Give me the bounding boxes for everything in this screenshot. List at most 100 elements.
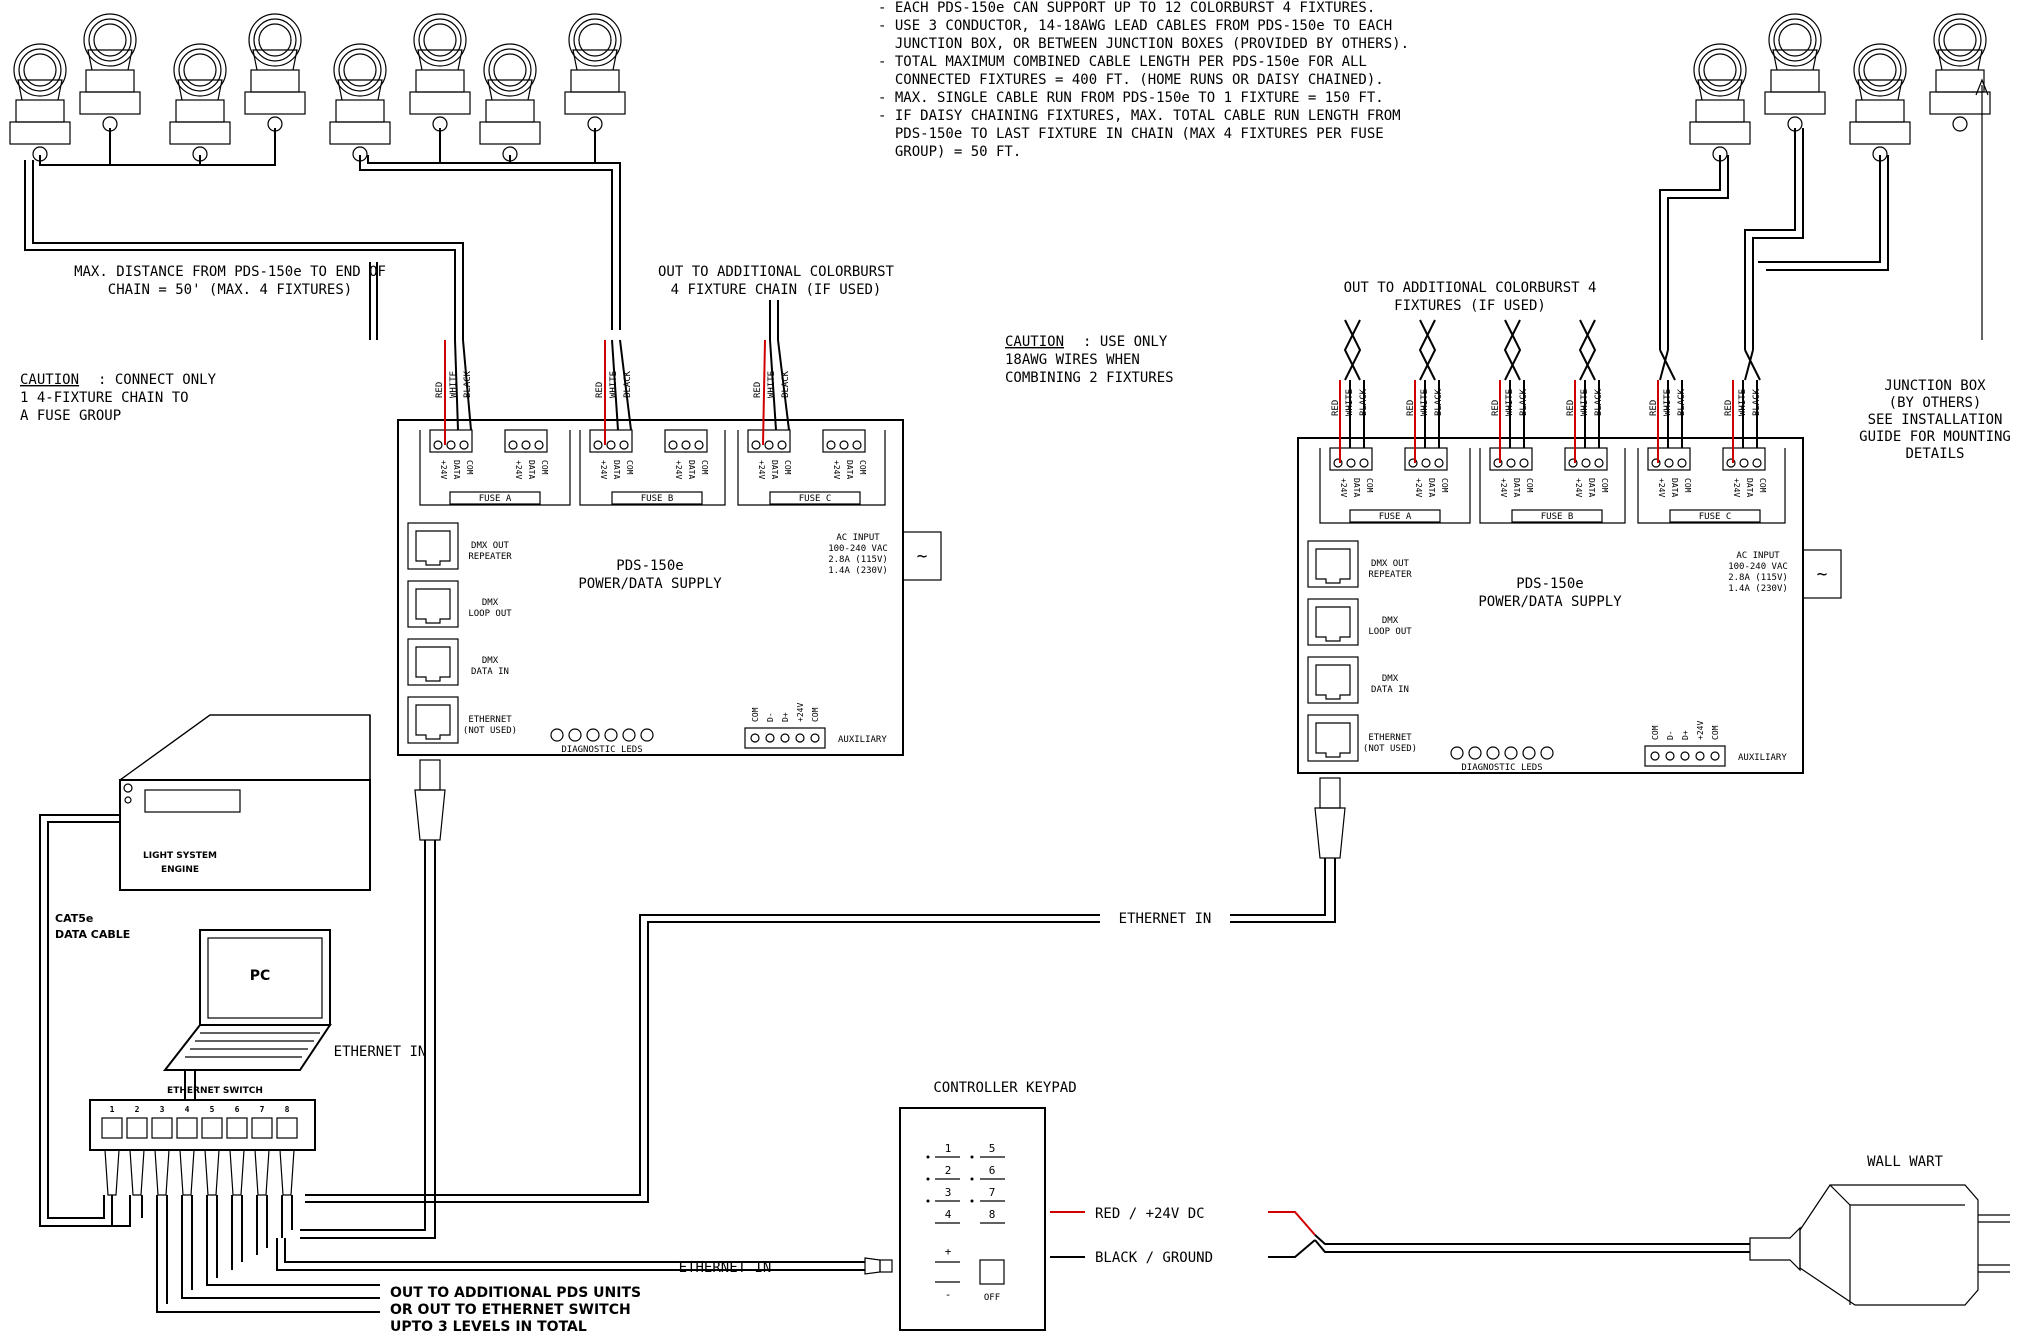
fuse-group-a: FUSE A [1319, 447, 1471, 524]
svg-text:D+: D+ [781, 712, 790, 722]
svg-text:SEE INSTALLATION: SEE INSTALLATION [1868, 412, 2003, 428]
svg-text:WHITE: WHITE [1420, 389, 1430, 416]
svg-text:100-240 VAC: 100-240 VAC [1728, 562, 1788, 572]
keypad-plug [864, 1257, 893, 1275]
fixture-icon [564, 13, 626, 132]
svg-text:+24V: +24V [796, 703, 805, 722]
svg-text:COM: COM [1365, 478, 1374, 493]
svg-text:100-240 VAC: 100-240 VAC [828, 544, 888, 554]
fuse-group-c: FUSE C [1637, 447, 1786, 524]
ethernet-plug-left [414, 759, 446, 841]
svg-text:+24V: +24V [1414, 478, 1423, 497]
svg-text:COM: COM [1440, 478, 1449, 493]
svg-text:CAT5e: CAT5e [55, 912, 93, 925]
svg-text:7: 7 [989, 1186, 996, 1199]
svg-text:(NOT USED): (NOT USED) [463, 726, 517, 736]
svg-text:LOOP OUT: LOOP OUT [468, 609, 512, 619]
svg-text:+: + [945, 1245, 952, 1258]
svg-text:WHITE: WHITE [1345, 389, 1355, 416]
ethernet-plug-right [1314, 777, 1346, 859]
svg-text:DATA: DATA [1512, 478, 1521, 497]
svg-text:ETHERNET SWITCH: ETHERNET SWITCH [167, 1086, 263, 1096]
svg-text:RED: RED [753, 382, 763, 398]
svg-text:D-: D- [766, 712, 775, 722]
cat5e-label: CAT5e DATA CABLE [55, 912, 130, 941]
svg-text:18AWG WIRES WHEN: 18AWG WIRES WHEN [1005, 352, 1140, 368]
svg-text:CAUTION: CAUTION [1005, 334, 1064, 350]
svg-text:WHITE: WHITE [1505, 389, 1515, 416]
svg-text:BLACK: BLACK [781, 370, 791, 398]
pds-title: PDS-150e [616, 558, 683, 574]
note-line: - USE 3 CONDUCTOR, 14-18AWG LEAD CABLES … [878, 18, 1392, 34]
red-24v-label: RED / +24V DC [1095, 1206, 1205, 1222]
wire-color-labels: RED WHITE BLACK RED WHITE BLACK RED WHIT… [435, 370, 791, 398]
svg-text:1.4A (230V): 1.4A (230V) [828, 566, 888, 576]
installation-notes: - EACH PDS-150e CAN SUPPORT UP TO 12 COL… [878, 0, 1409, 160]
wall-wart [1749, 1184, 2010, 1306]
svg-text:PC: PC [250, 968, 271, 984]
svg-text:REPEATER: REPEATER [468, 552, 512, 562]
fixture-icon [169, 43, 231, 162]
svg-text:1.4A (230V): 1.4A (230V) [1728, 584, 1788, 594]
svg-text:DATA: DATA [452, 460, 461, 479]
svg-text:COM: COM [700, 460, 709, 475]
svg-text:COM: COM [1600, 478, 1609, 493]
svg-text:OUT TO ADDITIONAL COLORBURST: OUT TO ADDITIONAL COLORBURST [658, 264, 895, 280]
svg-text:+24V: +24V [1657, 478, 1666, 497]
svg-text:5: 5 [210, 1105, 215, 1114]
svg-text:LOOP OUT: LOOP OUT [1368, 627, 1412, 637]
svg-text:D+: D+ [1681, 730, 1690, 740]
svg-text:(NOT USED): (NOT USED) [1363, 744, 1417, 754]
port-labels: DMX OUT REPEATER DMX LOOP OUT DMX DATA I… [1363, 559, 1417, 754]
wall-wart-label: WALL WART [1867, 1154, 1943, 1170]
auxiliary-terminal: COM D- D+ +24V COM AUXILIARY [744, 703, 887, 749]
ethernet-switch: ETHERNET SWITCH 1 2 3 4 5 6 7 8 [89, 1086, 316, 1151]
fixture-icon [244, 13, 306, 132]
note-line: - TOTAL MAXIMUM COMBINED CABLE LENGTH PE… [878, 54, 1367, 70]
svg-text:COM: COM [540, 460, 549, 475]
note-line: PDS-150e TO LAST FIXTURE IN CHAIN (MAX 4… [878, 126, 1384, 142]
svg-text:COM: COM [1683, 478, 1692, 493]
svg-text:2: 2 [135, 1105, 140, 1114]
svg-text:JUNCTION BOX: JUNCTION BOX [1884, 378, 1986, 394]
svg-text:-: - [945, 1288, 952, 1301]
svg-text:RED: RED [1406, 400, 1416, 416]
svg-text:DATA CABLE: DATA CABLE [55, 928, 130, 941]
wire-color-labels: RED WHITE BLACK RED WHITE BLACK RED WHIT… [1331, 388, 1762, 416]
ethernet-in-label: ETHERNET IN [334, 1044, 427, 1060]
svg-text:COM: COM [783, 460, 792, 475]
svg-text:8: 8 [989, 1208, 996, 1221]
pin-labels: +24V DATA COM +24V DATA COM +24V DATA CO… [1339, 478, 1767, 497]
svg-text:WHITE: WHITE [1738, 389, 1748, 416]
caution-left-label: CAUTION : CONNECT ONLY 1 4-FIXTURE CHAIN… [20, 372, 217, 424]
ac-inlet [1802, 549, 1842, 599]
svg-text:REPEATER: REPEATER [1368, 570, 1412, 580]
svg-text:ETHERNET: ETHERNET [1368, 733, 1412, 743]
svg-text:: USE ONLY: : USE ONLY [1083, 334, 1168, 350]
svg-text:FUSE C: FUSE C [1699, 512, 1732, 522]
svg-text:DATA: DATA [1352, 478, 1361, 497]
svg-text:COM: COM [1758, 478, 1767, 493]
svg-text:3: 3 [160, 1105, 165, 1114]
svg-text:FUSE A: FUSE A [1379, 512, 1412, 522]
fixture-icon [79, 13, 141, 132]
note-line: GROUP) = 50 FT. [878, 144, 1021, 160]
svg-text:OFF: OFF [984, 1293, 1000, 1303]
svg-text:CAUTION: CAUTION [20, 372, 79, 388]
svg-text:BLACK: BLACK [1752, 388, 1762, 416]
svg-text:RED: RED [1566, 400, 1576, 416]
pc-laptop: PC [162, 929, 332, 1071]
ac-symbol-icon: ~ [1817, 564, 1828, 585]
svg-text:RED: RED [435, 382, 445, 398]
svg-text:5: 5 [989, 1142, 996, 1155]
svg-text:COM: COM [811, 707, 820, 722]
svg-text:2.8A (115V): 2.8A (115V) [828, 555, 888, 565]
svg-text:4 FIXTURE CHAIN (IF USED): 4 FIXTURE CHAIN (IF USED) [671, 282, 882, 298]
fixture-group-left [9, 13, 626, 162]
note-line: - EACH PDS-150e CAN SUPPORT UP TO 12 COL… [878, 0, 1375, 16]
junction-box-label: JUNCTION BOX (BY OTHERS) SEE INSTALLATIO… [1859, 378, 2011, 462]
off-button[interactable] [979, 1259, 1005, 1285]
note-line: - IF DAISY CHAINING FIXTURES, MAX. TOTAL… [878, 108, 1401, 124]
pds-subtitle: POWER/DATA SUPPLY [1478, 594, 1622, 610]
ethernet-in-label: ETHERNET IN [679, 1260, 772, 1276]
